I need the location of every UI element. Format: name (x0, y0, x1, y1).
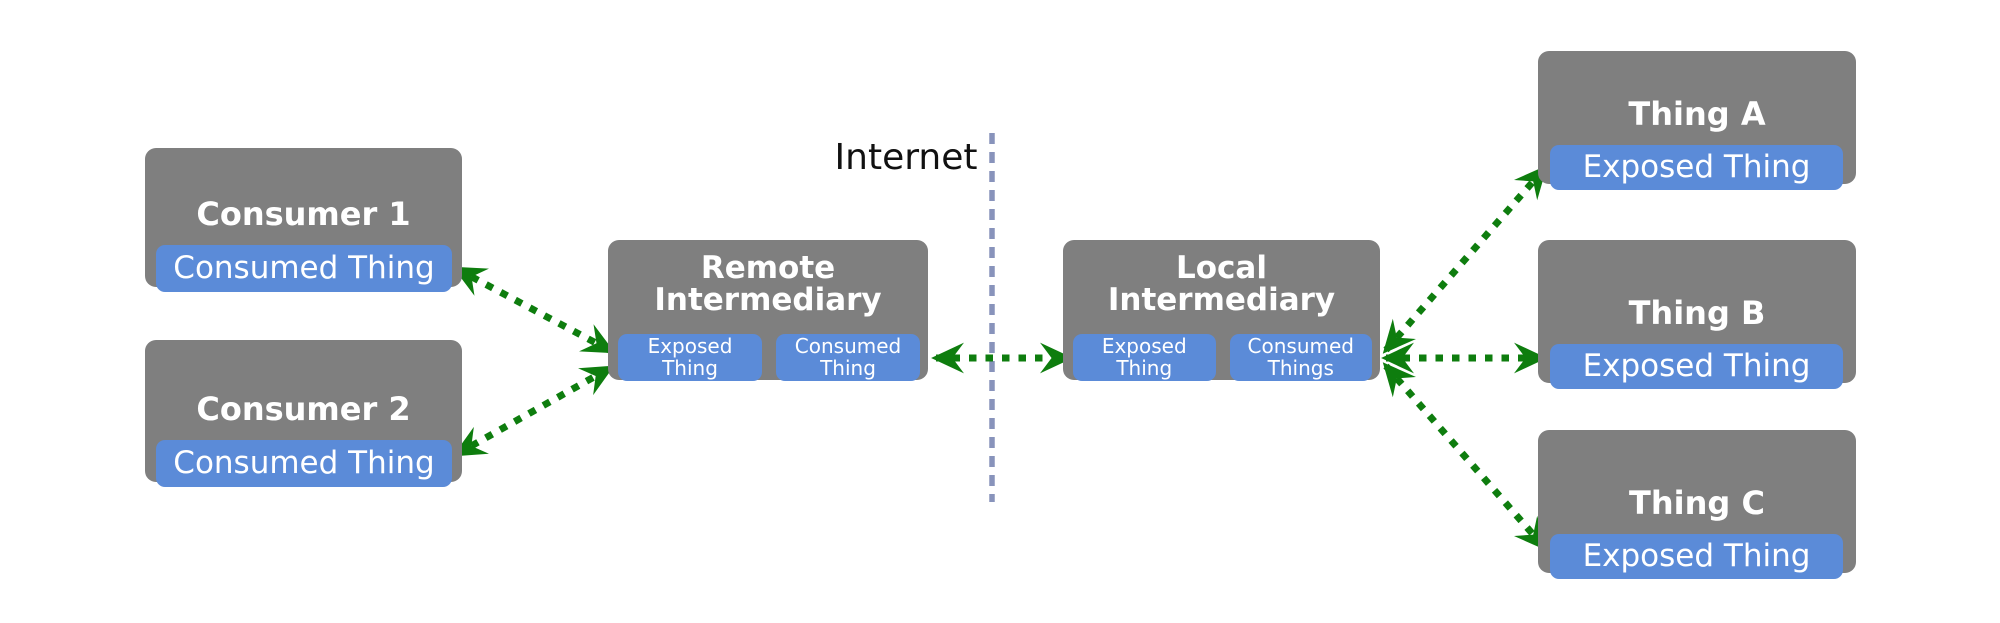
local-exposed-line2: Thing (1116, 355, 1173, 380)
thing-b-box: Thing B Exposed Thing (1538, 240, 1856, 389)
thing-a-box: Thing A Exposed Thing (1538, 51, 1856, 190)
thing-b-title: Thing B (1628, 294, 1766, 332)
thing-c-box: Thing C Exposed Thing (1538, 430, 1856, 579)
local-intermediary-subboxes: Exposed Thing Consumed Things (1073, 334, 1372, 381)
consumer1-box: Consumer 1 Consumed Thing (145, 148, 462, 292)
remote-exposed-thing-pill: Exposed Thing (618, 334, 762, 381)
consumer2-box: Consumer 2 Consumed Thing (145, 340, 462, 487)
local-exposed-thing-pill: Exposed Thing (1073, 334, 1216, 381)
local-intermediary-title-line2: Intermediary (1107, 282, 1336, 319)
remote-consumed-line1: Consumed (794, 333, 902, 358)
thing-a-exposed-thing-pill: Exposed Thing (1550, 145, 1843, 190)
arrow-consumer1-remote-intermediary (452, 265, 616, 355)
local-consumed-line2: Things (1267, 355, 1334, 380)
thing-c-title: Thing C (1629, 484, 1765, 522)
remote-intermediary-title-line1: Remote (700, 250, 836, 286)
internet-label: Internet (834, 137, 978, 178)
thing-c-exposed-thing-pill: Exposed Thing (1550, 534, 1843, 579)
consumer1-consumed-thing-pill: Consumed Thing (156, 245, 452, 292)
remote-intermediary-title-line2: Intermediary (654, 282, 882, 319)
remote-intermediary-box: Remote Intermediary Exposed Thing Consum… (608, 240, 928, 381)
remote-consumed-thing-pill: Consumed Thing (776, 334, 920, 381)
remote-intermediary-title: Remote Intermediary (608, 250, 928, 319)
local-intermediary-title-line1: Local (1176, 250, 1267, 286)
arrow-local-intermediary-thing-c (1382, 362, 1548, 551)
remote-consumed-line2: Thing (820, 355, 876, 380)
thing-b-exposed-thing-pill: Exposed Thing (1550, 344, 1843, 389)
consumer2-consumed-thing-pill: Consumed Thing (156, 440, 452, 487)
remote-exposed-line2: Thing (662, 355, 718, 380)
consumer2-title: Consumer 2 (196, 390, 411, 428)
arrow-local-intermediary-thing-a (1382, 165, 1548, 354)
local-consumed-line1: Consumed (1247, 333, 1354, 358)
arrow-consumer2-remote-intermediary (452, 364, 615, 458)
local-exposed-line1: Exposed (1101, 333, 1187, 358)
local-intermediary-box: Local Intermediary Exposed Thing Consume… (1063, 240, 1380, 381)
local-consumed-things-pill: Consumed Things (1229, 333, 1372, 381)
thing-a-title: Thing A (1628, 95, 1766, 133)
remote-exposed-line1: Exposed (647, 333, 733, 358)
consumer1-title: Consumer 1 (196, 195, 411, 233)
local-intermediary-title: Local Intermediary (1063, 250, 1380, 319)
remote-intermediary-subboxes: Exposed Thing Consumed Thing (618, 334, 920, 381)
